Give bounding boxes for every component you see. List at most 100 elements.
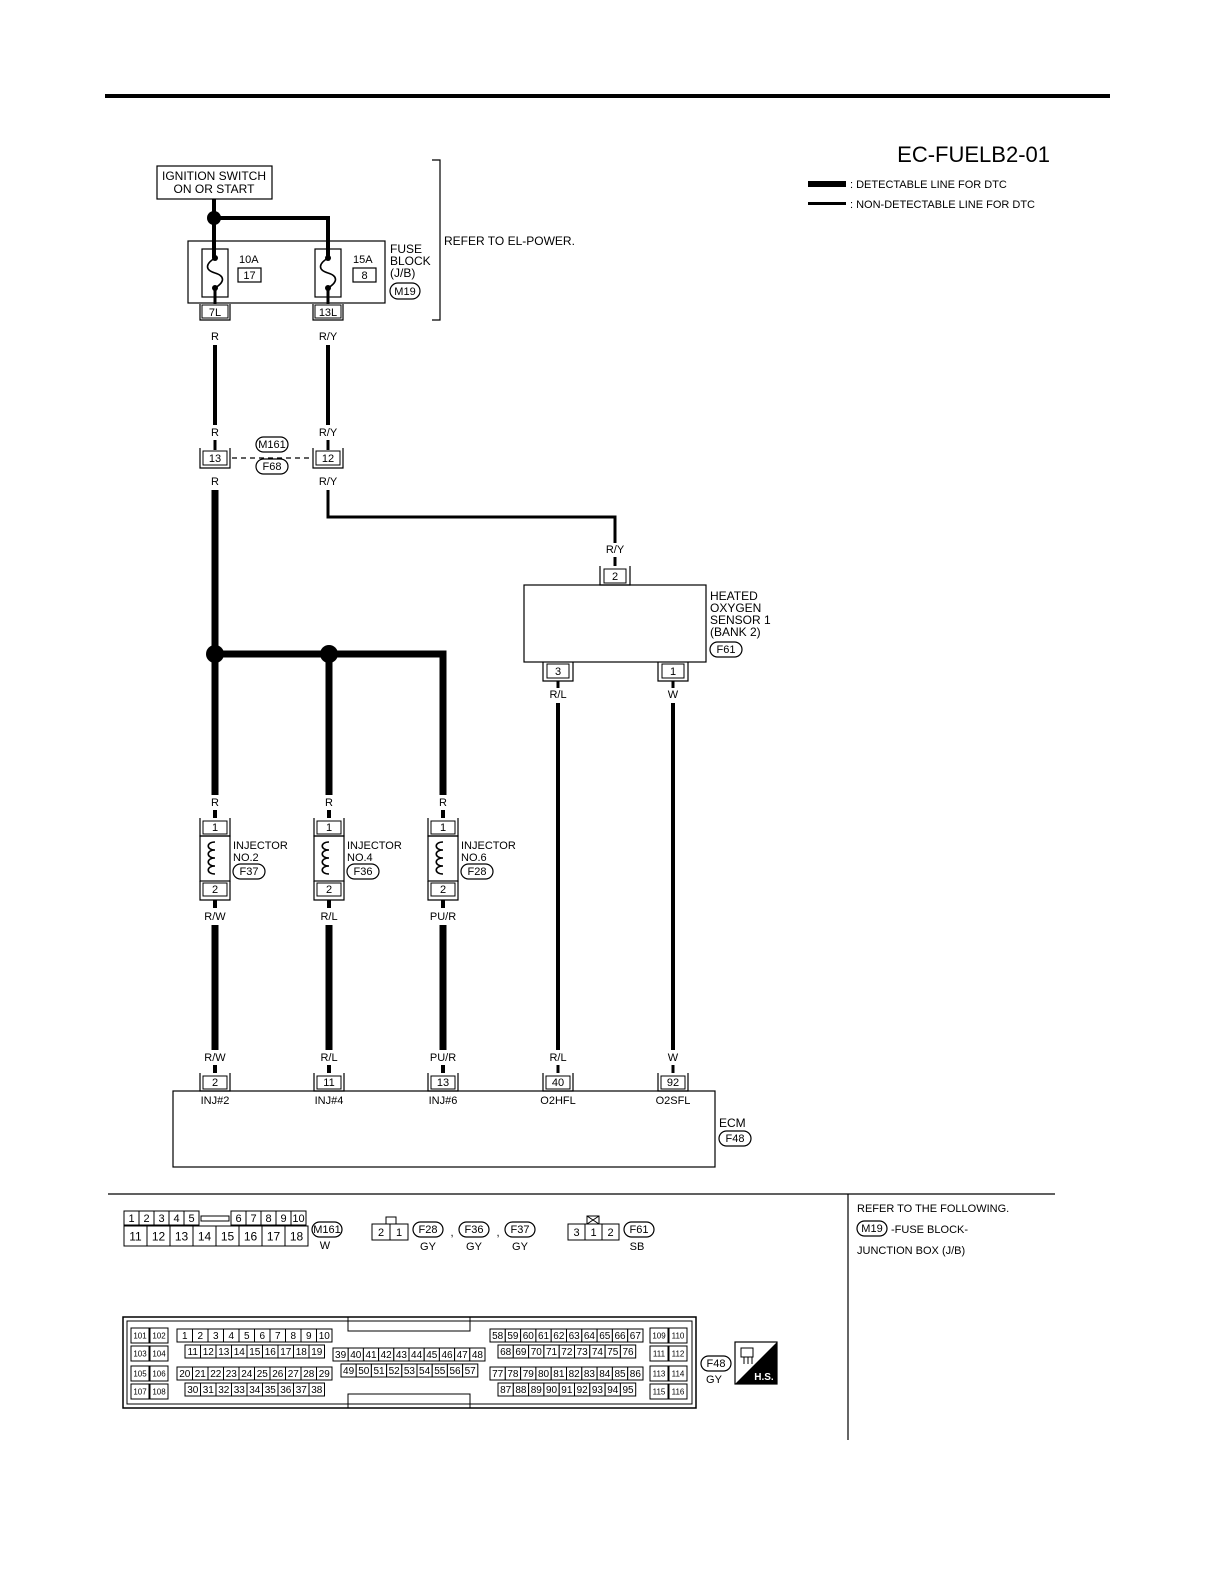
f48-pin-93: 93 xyxy=(592,1385,604,1396)
fuse-a-symbol xyxy=(206,257,224,289)
m161-face-key xyxy=(200,1215,230,1222)
f48-pin-45: 45 xyxy=(426,1350,438,1361)
f48-pin-64: 64 xyxy=(584,1331,596,1342)
f48-pin-59: 59 xyxy=(507,1331,519,1342)
inj6-wire-out: PU/R xyxy=(430,911,456,923)
m161-pin-14: 14 xyxy=(198,1229,212,1243)
inj2-coil xyxy=(207,841,216,875)
injector-no2: R 1 2 INJECTOR NO.2 F37 R/W xyxy=(199,797,288,1050)
f48-pin-103-cell xyxy=(130,1345,150,1362)
ecm-wire-2: R/L xyxy=(320,1052,337,1064)
f48-pin-32: 32 xyxy=(218,1385,230,1396)
inj6-pin-in: 1 xyxy=(440,822,446,834)
f48-pin-107-cell xyxy=(130,1383,150,1400)
f48-pin-86: 86 xyxy=(630,1369,642,1380)
f48-pin-83: 83 xyxy=(584,1369,596,1380)
inj2-label-1: INJECTOR xyxy=(233,840,288,852)
inj6-pin-out-box xyxy=(430,882,456,897)
refer-following-2: -FUSE BLOCK- xyxy=(891,1224,968,1236)
f48-pin-2: 2 xyxy=(197,1331,203,1342)
f48-pin-105: 105 xyxy=(133,1369,147,1378)
f48-pin-76: 76 xyxy=(622,1347,634,1358)
fuse-a-num-box xyxy=(237,267,262,283)
m161-pin-5-cell xyxy=(183,1210,200,1226)
inj-id3-oval xyxy=(504,1221,536,1238)
f48-pin-77: 77 xyxy=(492,1369,504,1380)
f48-pin-44: 44 xyxy=(411,1350,423,1361)
injector-no6: R 1 2 INJECTOR NO.6 F28 PU/R xyxy=(427,797,516,1050)
m161-pin-10: 10 xyxy=(292,1213,304,1225)
m161-pin-9: 9 xyxy=(280,1213,286,1225)
ignition-switch-label-2: ON OR START xyxy=(174,182,256,196)
f48-id: F48 xyxy=(707,1358,726,1370)
inj4-wire-out: R/L xyxy=(320,911,337,923)
inj-color-1: GY xyxy=(420,1241,437,1253)
f48-pin-34: 34 xyxy=(249,1385,261,1396)
legend-non-detectable-text: : NON-DETECTABLE LINE FOR DTC xyxy=(850,199,1035,211)
fuse-b-num-box xyxy=(352,267,377,283)
o2-sensor-box xyxy=(523,584,707,663)
f48-pin-36: 36 xyxy=(280,1385,292,1396)
f48-face-key-top xyxy=(347,1316,471,1332)
f48-pin-28: 28 xyxy=(303,1369,315,1380)
f48-pin-101-cell xyxy=(130,1327,150,1344)
diagram-title: EC-FUELB2-01 xyxy=(897,142,1050,167)
ecm-label: ECM xyxy=(719,1116,746,1130)
f61-face-latch-x2 xyxy=(586,1215,600,1225)
f48-pin-102: 102 xyxy=(152,1331,166,1340)
f48-pin-76-cell xyxy=(619,1344,637,1359)
f48-pin-15: 15 xyxy=(249,1347,261,1358)
m161-pin-2: 2 xyxy=(143,1213,149,1225)
inj2-wire-in: R xyxy=(211,797,219,809)
f48-pin-113-cell xyxy=(649,1365,669,1382)
f61-face-pin-1: 3 xyxy=(573,1227,579,1239)
f48-pin-19: 19 xyxy=(311,1347,323,1358)
f48-pin-67-cell xyxy=(627,1328,644,1343)
f48-pin-4: 4 xyxy=(228,1331,234,1342)
f48-pin-81: 81 xyxy=(553,1369,565,1380)
m161-id: M161 xyxy=(313,1224,341,1236)
inj-id1-oval xyxy=(412,1221,444,1238)
ecm-pin-box-2 xyxy=(316,1075,342,1090)
wire-r-branch xyxy=(215,650,447,795)
f48-pin-71: 71 xyxy=(546,1347,558,1358)
o2-pin-3-box xyxy=(546,663,570,679)
f48-id-oval xyxy=(700,1355,732,1372)
pin-12-frame xyxy=(312,448,344,469)
legend-non-detectable-swatch xyxy=(808,202,846,205)
f48-pin-10: 10 xyxy=(319,1331,331,1342)
refer-following-1: REFER TO THE FOLLOWING. xyxy=(857,1203,1009,1215)
pin-7l: 7L xyxy=(209,307,221,319)
f48-pin-38: 38 xyxy=(311,1385,323,1396)
f48-pin-9: 9 xyxy=(306,1331,312,1342)
f48-pin-116-cell xyxy=(668,1383,688,1400)
fuse-b-symbol xyxy=(319,257,337,289)
f48-pin-40: 40 xyxy=(350,1350,362,1361)
f48-face-inner xyxy=(126,1320,693,1405)
m161-pin-16: 16 xyxy=(244,1229,258,1243)
f48-pin-1: 1 xyxy=(182,1331,188,1342)
f48-pin-22: 22 xyxy=(210,1369,222,1380)
f48-pin-90: 90 xyxy=(546,1385,558,1396)
f48-pin-55: 55 xyxy=(434,1366,446,1377)
f48-pin-91: 91 xyxy=(561,1385,573,1396)
inj4-label-2: NO.4 xyxy=(347,852,373,864)
inj6-body xyxy=(427,835,459,882)
fuse-a-term-top xyxy=(212,255,218,261)
f48-pin-65: 65 xyxy=(599,1331,611,1342)
ecm-pin-5: 92 xyxy=(667,1077,679,1089)
ecm-pin-box-4 xyxy=(545,1075,571,1090)
m161-pin-17: 17 xyxy=(267,1229,281,1243)
f48-pin-14: 14 xyxy=(234,1347,246,1358)
f48-pin-108-cell xyxy=(149,1383,169,1400)
f48-pin-25: 25 xyxy=(257,1369,269,1380)
ecm-pin-3: 13 xyxy=(437,1077,449,1089)
f48-pin-103: 103 xyxy=(133,1349,147,1358)
el-power-bracket xyxy=(432,159,441,321)
o2-label-4: (BANK 2) xyxy=(710,625,761,639)
f48-pin-61: 61 xyxy=(538,1331,550,1342)
f48-pin-106: 106 xyxy=(152,1369,166,1378)
o2-pin-1: 1 xyxy=(670,666,676,678)
